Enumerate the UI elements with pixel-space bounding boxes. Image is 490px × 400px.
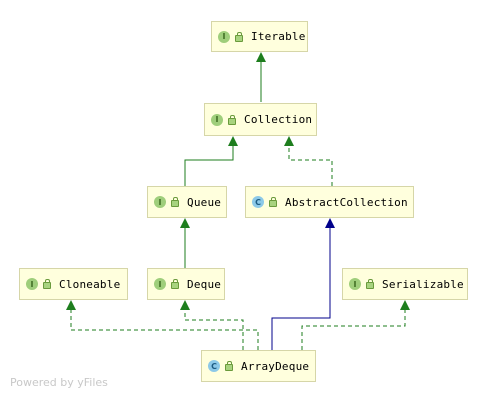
edge-abstractcollection-to-collection (284, 136, 333, 186)
class-badge-icon: C (208, 360, 220, 372)
class-badge-icon: C (252, 196, 264, 208)
interface-badge-icon: I (349, 278, 361, 290)
edge-deque-to-queue (180, 218, 190, 268)
interface-badge-icon: I (218, 30, 230, 43)
lock-icon (171, 197, 179, 207)
node-label: AbstractCollection (285, 195, 408, 209)
interface-badge-icon: I (26, 278, 38, 290)
node-label: Deque (187, 277, 222, 291)
edge-queue-to-collection (184, 136, 238, 186)
node-collection[interactable]: I Collection (204, 103, 317, 136)
node-label: Collection (244, 113, 313, 126)
lock-icon (228, 114, 236, 125)
edge-collection-to-iterable (256, 52, 266, 102)
interface-badge-icon: I (211, 113, 223, 126)
node-abstract-collection[interactable]: C AbstractCollection (245, 186, 414, 218)
lock-icon (43, 279, 51, 289)
node-queue[interactable]: I Queue (147, 186, 227, 218)
edge-arraydeque-to-deque (180, 300, 244, 350)
edge-arraydeque-to-abstractcollection (271, 218, 335, 350)
watermark: Powered by yFiles (10, 376, 108, 389)
interface-badge-icon: I (154, 278, 166, 290)
node-deque[interactable]: I Deque (147, 268, 225, 300)
lock-icon (235, 31, 243, 42)
node-label: Queue (187, 195, 222, 209)
node-label: Cloneable (59, 277, 121, 291)
node-label: Iterable (251, 30, 306, 43)
node-label: Serializable (382, 277, 464, 291)
edge-arraydeque-to-serializable (301, 300, 410, 350)
node-cloneable[interactable]: I Cloneable (19, 268, 128, 300)
lock-icon (269, 197, 277, 207)
lock-icon (171, 279, 179, 289)
interface-badge-icon: I (154, 196, 166, 208)
node-serializable[interactable]: I Serializable (342, 268, 468, 300)
edge-arraydeque-to-cloneable (66, 300, 259, 350)
node-label: ArrayDeque (241, 359, 310, 373)
node-array-deque[interactable]: C ArrayDeque (201, 350, 316, 382)
lock-icon (225, 361, 233, 371)
node-iterable[interactable]: I Iterable (211, 21, 308, 52)
lock-icon (366, 279, 374, 289)
